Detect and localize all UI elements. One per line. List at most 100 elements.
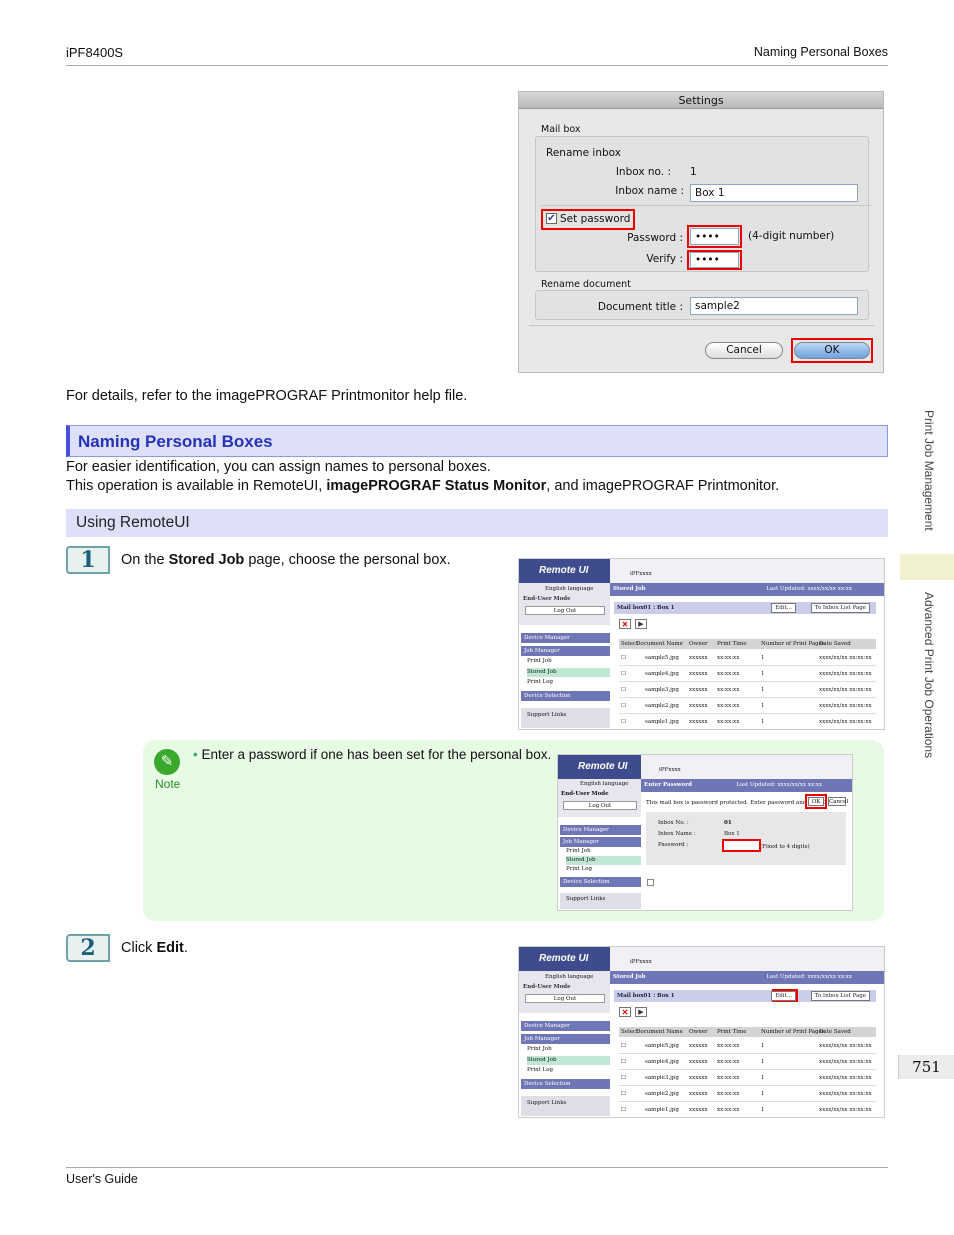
to-inbox-button[interactable]: To Inbox List Page — [810, 991, 870, 1001]
user-panel: English language End-User Mode Log Out — [519, 583, 610, 625]
delete-icon[interactable]: ✕ — [619, 619, 631, 629]
page-number: 751 — [898, 1055, 954, 1079]
header-model: iPF8400S — [66, 45, 124, 60]
device-name: iPFxxxx — [630, 959, 652, 965]
cancel-button[interactable]: Cancel — [705, 342, 783, 359]
note-text: • Enter a password if one has been set f… — [193, 747, 552, 762]
print-icon[interactable]: ▶ — [635, 1007, 647, 1017]
set-password-checkbox[interactable]: ✔ — [546, 213, 557, 224]
scroll-top-icon[interactable] — [647, 879, 654, 886]
nav-support-links[interactable]: Support Links — [560, 893, 641, 909]
to-inbox-button[interactable]: To Inbox List Page — [810, 603, 870, 613]
nav-print-log[interactable]: Print Log — [566, 866, 593, 872]
language-link[interactable]: English language — [545, 586, 594, 592]
nav-stored-job[interactable]: Stored Job — [566, 856, 641, 865]
mailbox-bar: Mail box01 : Box 1 Edit... To Inbox List… — [614, 602, 876, 614]
nav-print-log[interactable]: Print Log — [527, 1067, 554, 1073]
section-title: Naming Personal Boxes — [78, 432, 273, 451]
settings-dialog: Settings Mail box Rename inbox Inbox no.… — [518, 91, 884, 373]
nav-job-manager[interactable]: Job Manager — [560, 837, 641, 847]
nav-job-manager[interactable]: Job Manager — [521, 1034, 610, 1044]
logout-button[interactable]: Log Out — [525, 606, 605, 615]
cancel-button[interactable]: Cancel — [828, 797, 849, 806]
ok-highlight — [805, 794, 827, 809]
password-input[interactable]: •••• — [690, 228, 739, 245]
remote-ui-logo: Remote UI — [519, 947, 610, 971]
remote-ui-topbar: iPFxxxx — [610, 559, 884, 583]
logout-button[interactable]: Log Out — [525, 994, 605, 1003]
header-section: Naming Personal Boxes — [753, 45, 888, 59]
nav-device-manager[interactable]: Device Manager — [560, 825, 641, 835]
inbox-no-label: Inbox no. : — [615, 166, 671, 178]
pencil-icon: ✎ — [154, 749, 180, 775]
device-name: iPFxxxx — [630, 571, 652, 577]
intro-line-2: This operation is available in RemoteUI,… — [66, 478, 780, 494]
inbox-no-value: 1 — [690, 166, 697, 178]
nav-device-selection[interactable]: Device Selection — [560, 877, 641, 887]
mode-label: End-User Mode — [523, 984, 571, 990]
footer-guide: User's Guide — [66, 1172, 138, 1186]
nav-device-selection[interactable]: Device Selection — [521, 691, 610, 701]
step-2-badge: 2 — [66, 934, 110, 962]
verify-label: Verify : — [646, 253, 683, 265]
step-2-text: Click Edit. — [121, 940, 188, 956]
user-panel: English language End-User Mode Log Out — [558, 779, 641, 817]
remote-ui-stored-job-edit: Remote UI iPFxxxx English language End-U… — [518, 946, 885, 1118]
password-highlight — [687, 225, 742, 248]
remote-ui-logo: Remote UI — [558, 755, 641, 779]
logout-button[interactable]: Log Out — [563, 801, 637, 810]
footer-rule — [66, 1167, 888, 1168]
remote-ui-stored-job: Remote UI iPFxxxx English language End-U… — [518, 558, 885, 730]
section-heading: Naming Personal Boxes — [66, 425, 888, 457]
nav-stored-job[interactable]: Stored Job — [527, 668, 610, 677]
nav-device-selection[interactable]: Device Selection — [521, 1079, 610, 1089]
edit-button[interactable]: Edit... — [771, 603, 796, 613]
user-panel: English language End-User Mode Log Out — [519, 971, 610, 1013]
verify-input[interactable]: •••• — [690, 252, 739, 268]
remote-ui-topbar: iPFxxxx — [641, 755, 852, 779]
mailbox-group-label: Mail box — [541, 124, 581, 135]
password-form: Inbox No. :01 Inbox Name :Box 1 Password… — [646, 812, 846, 865]
ok-button[interactable]: OK — [808, 797, 824, 806]
sidetab-chapter: Print Job Management — [922, 410, 936, 531]
nav-stored-job[interactable]: Stored Job — [527, 1056, 610, 1065]
nav-print-job[interactable]: Print Job — [566, 848, 591, 854]
remote-ui-logo: Remote UI — [519, 559, 610, 583]
document-title-input[interactable]: sample2 — [690, 297, 858, 315]
delete-icon[interactable]: ✕ — [619, 1007, 631, 1017]
nav-job-manager[interactable]: Job Manager — [521, 646, 610, 656]
ok-button[interactable]: OK — [794, 342, 870, 359]
note-label: Note — [155, 777, 181, 791]
edit-button[interactable]: Edit... — [771, 991, 796, 1001]
nav-support-links[interactable]: Support Links — [521, 1096, 610, 1116]
details-text: For details, refer to the imagePROGRAF P… — [66, 388, 468, 404]
nav-print-job[interactable]: Print Job — [527, 1046, 552, 1052]
nav-support-links[interactable]: Support Links — [521, 708, 610, 728]
language-link[interactable]: English language — [545, 974, 594, 980]
step-1-badge: 1 — [66, 546, 110, 574]
password-hint: (4-digit number) — [748, 230, 835, 242]
password-input[interactable] — [722, 839, 761, 852]
nav-device-manager[interactable]: Device Manager — [521, 1021, 610, 1031]
inbox-name-input[interactable]: Box 1 — [690, 184, 858, 202]
language-link[interactable]: English language — [580, 781, 629, 787]
table-header: Select Document Name Owner Print Time Nu… — [619, 1027, 876, 1037]
mode-label: End-User Mode — [523, 596, 571, 602]
nav-print-log[interactable]: Print Log — [527, 679, 554, 685]
print-icon[interactable]: ▶ — [635, 619, 647, 629]
nav-device-manager[interactable]: Device Manager — [521, 633, 610, 643]
header-rule — [66, 65, 888, 66]
bullet-icon: • — [193, 747, 202, 762]
nav-print-job[interactable]: Print Job — [527, 658, 552, 664]
